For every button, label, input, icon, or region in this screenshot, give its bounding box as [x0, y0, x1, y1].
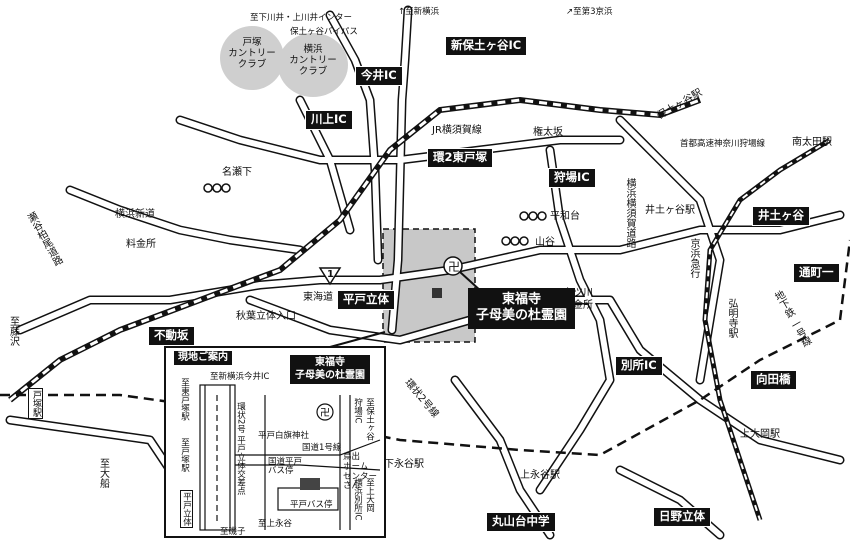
label-ofuna: 至 大 船 — [100, 459, 110, 490]
svg-text:卍: 卍 — [320, 407, 330, 419]
ic-hiradoritai: 平戸立体 — [337, 290, 395, 310]
label-jr: JR横須賀線 — [432, 125, 482, 136]
label-nishi: 至 藤 沢 — [10, 317, 20, 348]
inset-to-totsuka2: 至戸塚駅 — [179, 438, 190, 472]
inset-to-totsuka: 至東戸塚駅 — [179, 378, 190, 421]
ic-mukaidabashi: 向田橋 — [750, 370, 797, 390]
ic-kariba: 狩場IC — [548, 168, 596, 188]
inset-bessho-ic: 横浜別所IC — [352, 478, 363, 521]
label-akiba: 秋葉立体入口 — [236, 311, 296, 322]
ic-bessho: 別所IC — [615, 356, 663, 376]
label-kaminagaya: 上永谷駅 — [520, 470, 560, 481]
ic-kawakami: 川上IC — [305, 110, 353, 130]
club-yokohama: 横浜 カントリー クラブ — [278, 33, 348, 97]
label-keikyu: 京浜急行 — [688, 238, 699, 278]
destination-sub: 子母美の杜霊園 — [476, 308, 568, 324]
svg-text:卍: 卍 — [448, 260, 460, 274]
dir-shinyokohama: ↑至新横浜 — [398, 7, 440, 17]
label-yokohama-shindo: 横浜新道 — [115, 209, 155, 220]
inset-hirado-shrine: 平戸白旗神社 — [258, 431, 310, 441]
ic-kan2: 環2東戸塚 — [427, 148, 494, 168]
inset-kokudo1: 国道1号線 — [302, 443, 342, 453]
label-gontazaka: 権太坂 — [533, 127, 563, 138]
ic-fudouzaka: 不動坂 — [148, 326, 195, 346]
inset-dest-name: 東福寺 — [315, 357, 345, 368]
dir-shimokawai: 至下川井・上川井インター — [250, 13, 353, 23]
destination-name: 東福寺 — [502, 292, 542, 307]
inset-hirado-bus: 平戸バス停 — [290, 500, 333, 510]
inset-hirado-ritai: 平戸立体 — [180, 490, 193, 528]
inset-bus-stop: 国道平戸 バス停 — [268, 457, 303, 477]
dir-bypass: 保土ヶ谷バイパス — [290, 27, 358, 37]
inset-to-kaminagaya: 至上永谷 — [258, 519, 293, 529]
inset-to-shinyokohama: 至新横浜今井IC — [210, 372, 270, 382]
inset-destination: 東福寺 子母美の杜霊園 — [290, 355, 370, 384]
label-shimonagaya: 下永谷駅 — [384, 459, 424, 470]
label-idogaya-sta: 井土ヶ谷駅 — [645, 205, 695, 216]
label-minamiota: 南太田駅 — [792, 137, 832, 148]
label-ryokinjo: 料金所 — [126, 239, 156, 250]
label-gumyoji: 弘明寺駅 — [726, 298, 737, 338]
inset-to-isogo: 至磯子 — [220, 527, 246, 537]
route1-shield — [318, 267, 342, 286]
station-totsuka: 戸塚駅 — [28, 388, 43, 419]
inset-to-hodogaya: 至保土ヶ谷 — [364, 398, 375, 441]
label-mutsukawa: 六ツ川 料金所 — [563, 288, 593, 311]
ic-toorichou: 通町一 — [793, 263, 840, 283]
inset-kariba-ic: 狩場IC — [352, 398, 363, 424]
label-yamazato: 山谷 — [535, 237, 555, 248]
inset-kanjo2: 環状2号 平戸立体交差点 — [235, 402, 246, 496]
ic-imai: 今井IC — [355, 66, 403, 86]
ic-hino: 日野立体 — [653, 507, 711, 527]
label-hiradai: 平和台 — [550, 211, 580, 222]
inset-to-kamiooka: 至上大岡 — [364, 478, 375, 512]
club-totsuka: 戸塚 カントリー クラブ — [220, 26, 284, 90]
route1-number: 1 — [327, 269, 334, 280]
inset-dest-sub: 子母美の杜霊園 — [295, 369, 365, 381]
label-nanaseshita: 名瀬下 — [222, 167, 252, 178]
inset-title: 現地ご案内 — [174, 351, 232, 365]
ic-maruyamadai: 丸山台中学 — [486, 512, 556, 532]
inset-torimochi: 鳥出 ホーム センター さん — [343, 452, 378, 492]
label-tokaido: 東海道 — [303, 292, 333, 303]
ic-shinhodogaya: 新保土ヶ谷IC — [445, 36, 528, 56]
label-yokohama-yokosuka: 横浜横須賀道路 — [624, 178, 635, 248]
destination: 東福寺 子母美の杜霊園 — [468, 288, 576, 329]
ic-idogaya: 井土ヶ谷 — [752, 206, 810, 226]
dir-daisan: ↗至第3京浜 — [566, 7, 613, 17]
label-shutoko: 首都高速神奈川狩場線 — [680, 139, 766, 149]
label-kamiooka: 上大岡駅 — [740, 429, 780, 440]
